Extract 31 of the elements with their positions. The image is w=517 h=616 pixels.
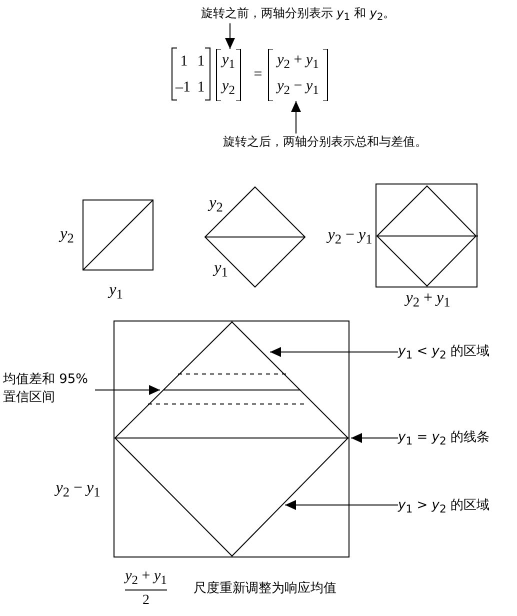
matrix-entry: 1 xyxy=(197,54,205,70)
vector-entry: y$_{2}$ − y$_{1}$ xyxy=(277,78,319,98)
callout-text: y$_{1}$ > y$_{2}$ 的区域 xyxy=(398,497,490,519)
axis-label: y$_{2}$ xyxy=(60,225,74,247)
axis-label: y$_{2}$ + y$_{1}$ xyxy=(406,289,450,311)
arrow xyxy=(350,433,398,443)
callout-text: y$_{1}$ = y$_{2}$ 的线条 xyxy=(398,429,490,451)
arrow xyxy=(284,500,398,510)
vector-entry: y$_{2}$ + y$_{1}$ xyxy=(277,52,319,72)
axis-label: y$_{1}$ xyxy=(214,259,228,281)
matrix-entry: 1 xyxy=(180,54,188,70)
axis-label: y$_{2}$ − y$_{1}$ xyxy=(328,226,372,248)
annotation-text: 旋转之前，两轴分别表示 y$_{1}$ 和 y$_{2}$。 xyxy=(200,4,396,24)
arrow xyxy=(291,100,301,134)
vector-entry: y$_{2}$ xyxy=(222,78,235,98)
matrix-entry: –1 xyxy=(176,80,190,96)
callout-text: y$_{1}$ < y$_{2}$ 的区域 xyxy=(398,343,490,365)
axis-label: y$_{2}$ xyxy=(209,194,223,216)
arrow xyxy=(225,22,235,50)
axis-label: y$_{1}$ xyxy=(109,281,123,303)
arrow xyxy=(270,347,398,357)
equals-sign: = xyxy=(254,66,262,84)
matrix-entry: 1 xyxy=(197,80,205,96)
fraction-denominator: 2 xyxy=(142,593,150,609)
axis-label: y$_{2}$ − y$_{1}$ xyxy=(56,479,100,501)
vector-entry: y$_{1}$ xyxy=(222,52,235,72)
axis-note: 尺度重新调整为响应均值 xyxy=(194,580,336,597)
fraction-numerator: y$_{2}$ + y$_{1}$ xyxy=(125,568,167,588)
arrow xyxy=(94,385,160,395)
annotation-text: 旋转之后，两轴分别表示总和与差值。 xyxy=(223,134,427,150)
callout-text: 均值差和 95% 置信区间 xyxy=(3,371,95,407)
